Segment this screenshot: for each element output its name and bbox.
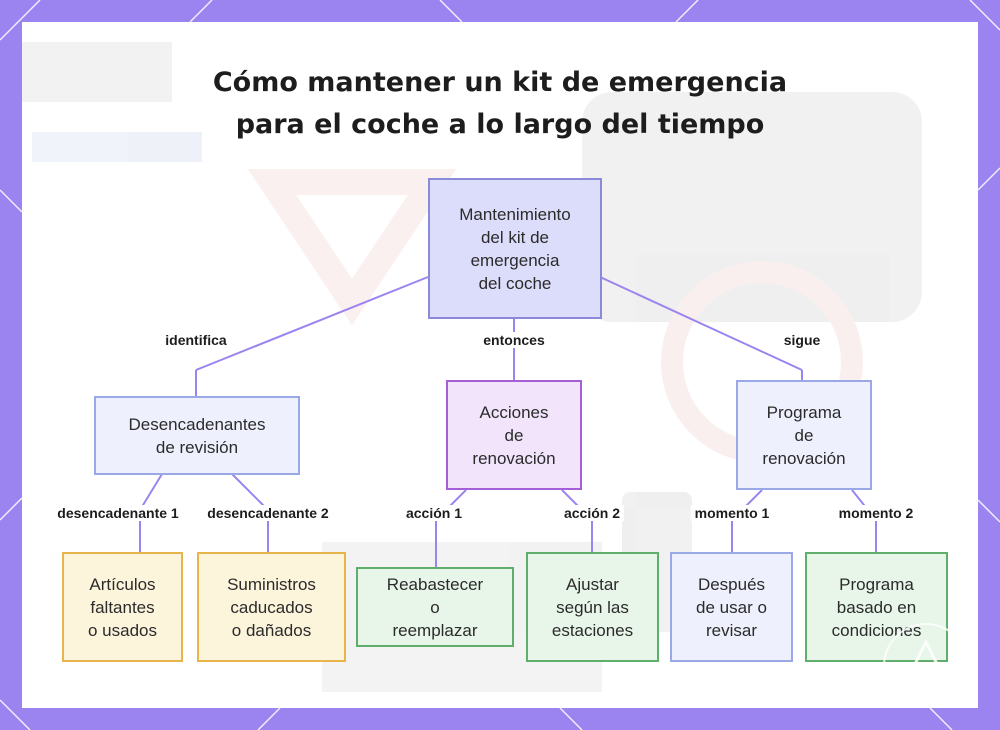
node-line: de [504,425,524,445]
edge-label-entonces: entonces [479,332,549,348]
title-line-2: para el coche a lo largo del tiempo [235,109,765,140]
node-line: Acciones [479,402,549,422]
node-missing-items: Artículos faltantes o usados [62,552,183,662]
edge-label-accion-1: acción 1 [401,505,467,521]
edge-label-sigue: sigue [779,332,825,348]
node-line: de revisión [155,437,239,457]
root-line: emergencia [470,250,560,270]
node-renewal-schedule: Programa de renovación [736,380,872,490]
node-line: o usados [88,620,157,640]
node-line: Programa [839,574,914,594]
node-line: basado en [836,597,917,617]
node-line: faltantes [90,597,155,617]
node-expired-supplies: Suministros caducados o dañados [197,552,346,662]
root-line: Mantenimiento [459,204,571,224]
edge-triggers-missing [139,473,163,511]
node-after-use: Después de usar o revisar [670,552,793,662]
edge-label-momento-2: momento 2 [834,505,918,521]
node-restock: Reabastecer o reemplazar [356,567,514,647]
node-line: reemplazar [392,620,478,640]
node-line: renovación [762,448,846,468]
node-line: o dañados [231,620,312,640]
edge-label-desencadenante-2: desencadenante 2 [203,505,333,521]
node-line: Programa [766,402,842,422]
edge-root-triggers [195,276,429,371]
title-line-1: Cómo mantener un kit de emergencia [212,67,788,98]
edge-triggers-expired [231,473,269,511]
node-line: Suministros [227,574,316,594]
root-line: del kit de [480,227,550,247]
node-line: o [430,597,440,617]
node-line: Después [697,574,766,594]
connector-lines [139,276,877,567]
edge-root-schedule [599,276,803,371]
edge-label-identifica: identifica [161,332,231,348]
root-node: Mantenimiento del kit de emergencia del … [428,178,602,319]
node-seasonal-adjust: Ajustar según las estaciones [526,552,659,662]
node-line: caducados [230,597,313,617]
watermark-logo-icon [883,623,969,708]
diagram-card: Cómo mantener un kit de emergencia para … [22,22,978,708]
node-review-triggers: Desencadenantes de revisión [94,396,300,475]
node-line: Desencadenantes [128,414,266,434]
node-line: Reabastecer [386,574,484,594]
node-line: de [794,425,814,445]
node-line: según las [556,597,629,617]
edge-label-desencadenante-1: desencadenante 1 [53,505,183,521]
node-renewal-actions: Acciones de renovación [446,380,582,490]
node-line: Artículos [89,574,156,594]
node-line: revisar [705,620,757,640]
node-line: renovación [472,448,556,468]
node-line: de usar o [696,597,767,617]
edge-label-momento-1: momento 1 [690,505,774,521]
root-line: del coche [478,273,552,293]
edge-label-accion-2: acción 2 [559,505,625,521]
diagram-title: Cómo mantener un kit de emergencia para … [22,62,978,146]
node-line: Ajustar [566,574,619,594]
node-line: estaciones [551,620,634,640]
